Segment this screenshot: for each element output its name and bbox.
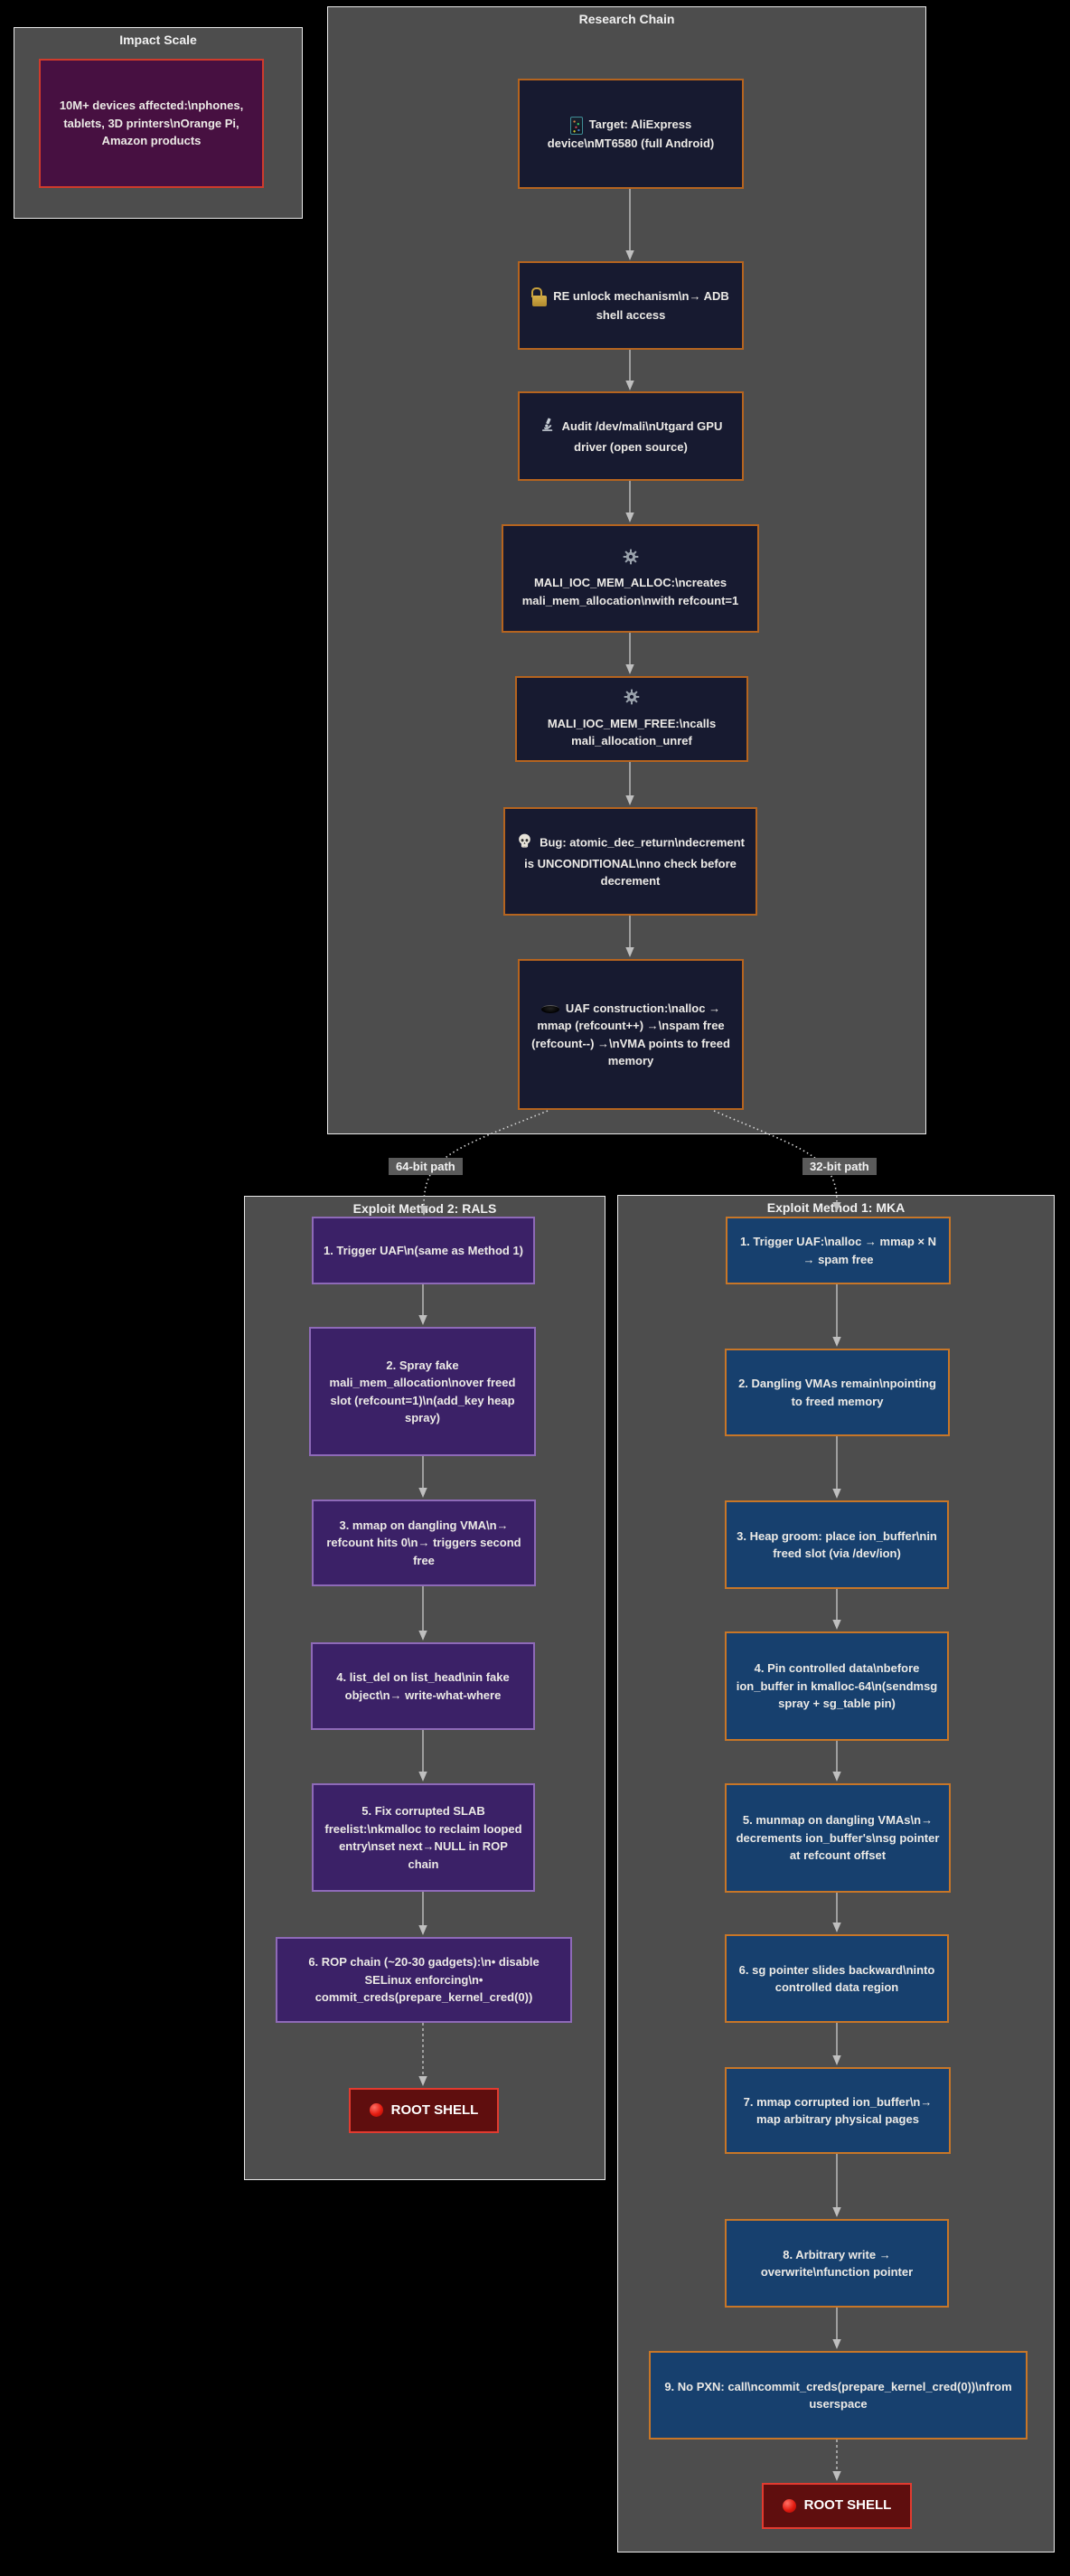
node-text: 3. Heap groom: place ion_buffer\nin free… xyxy=(737,1528,937,1561)
node-label: RE unlock mechanism\n→ ADB shell access xyxy=(553,288,729,322)
rals-node-2: 2. Spray fake mali_mem_allocation\nover … xyxy=(309,1327,536,1456)
node-text: 6. sg pointer slides backward\ninto cont… xyxy=(738,1962,935,1995)
node-label: Bug: atomic_dec_return\ndecrement is UNC… xyxy=(524,835,745,888)
research-chain-title: Research Chain xyxy=(578,12,675,26)
exploit-method-1-title: Exploit Method 1: MKA xyxy=(766,1200,906,1215)
node-text: MALI_IOC_MEM_FREE:\ncalls mali_allocatio… xyxy=(526,688,737,750)
red-circle-icon xyxy=(369,2103,383,2118)
lock-icon xyxy=(531,287,548,306)
gear-icon xyxy=(512,548,748,571)
node-text: 2. Spray fake mali_mem_allocation\nover … xyxy=(329,1358,516,1425)
skull-icon xyxy=(516,832,533,855)
node-label: Target: AliExpress device\nMT6580 (full … xyxy=(547,117,715,150)
rals-node-1: 1. Trigger UAF\n(same as Method 1) xyxy=(312,1217,535,1284)
node-label: MALI_IOC_MEM_ALLOC:\ncreates mali_mem_al… xyxy=(521,576,739,607)
node-text: 4. Pin controlled data\nbefore ion_buffe… xyxy=(736,1661,938,1711)
chain-node-mem-free: MALI_IOC_MEM_FREE:\ncalls mali_allocatio… xyxy=(515,676,748,762)
microscope-icon xyxy=(540,417,556,438)
node-text: 2. Dangling VMAs remain\npointing to fre… xyxy=(738,1377,936,1408)
chain-node-bug: Bug: atomic_dec_return\ndecrement is UNC… xyxy=(503,807,757,916)
mka-node-4: 4. Pin controlled data\nbefore ion_buffe… xyxy=(725,1631,949,1741)
node-text: 8. Arbitrary write → overwrite\nfunction… xyxy=(760,2247,914,2280)
impact-scale-title: Impact Scale xyxy=(119,33,197,47)
node-text: 9. No PXN: call\ncommit_creds(prepare_ke… xyxy=(664,2379,1012,2411)
node-text: 1. Trigger UAF:\nalloc → mmap × N → spam… xyxy=(739,1235,937,1266)
node-text: 10M+ devices affected:\nphones, tablets,… xyxy=(59,99,244,148)
path-label-64bit: 64-bit path xyxy=(389,1158,463,1175)
node-label: MALI_IOC_MEM_FREE:\ncalls mali_allocatio… xyxy=(547,716,717,748)
node-text: 5. munmap on dangling VMAs\n→ decrements… xyxy=(736,1813,940,1863)
chain-node-mem-alloc: MALI_IOC_MEM_ALLOC:\ncreates mali_mem_al… xyxy=(502,524,759,633)
node-text: 5. Fix corrupted SLAB freelist:\nkmalloc… xyxy=(324,1804,522,1871)
mka-node-7: 7. mmap corrupted ion_buffer\n→ map arbi… xyxy=(725,2067,951,2154)
rals-root-shell: ROOT SHELL xyxy=(349,2088,499,2133)
rals-node-6: 6. ROP chain (~20-30 gadgets):\n• disabl… xyxy=(276,1937,572,2023)
mka-node-5: 5. munmap on dangling VMAs\n→ decrements… xyxy=(725,1783,951,1893)
node-text: Target: AliExpress device\nMT6580 (full … xyxy=(529,116,733,152)
chain-node-re-unlock: RE unlock mechanism\n→ ADB shell access xyxy=(518,261,744,350)
mka-node-9: 9. No PXN: call\ncommit_creds(prepare_ke… xyxy=(649,2351,1028,2440)
hole-icon xyxy=(540,1004,559,1013)
node-text: 1. Trigger UAF\n(same as Method 1) xyxy=(323,1243,524,1257)
node-text: 6. ROP chain (~20-30 gadgets):\n• disabl… xyxy=(308,1955,540,2005)
node-label: Audit /dev/mali\nUtgard GPU driver (open… xyxy=(561,419,723,454)
impact-node: 10M+ devices affected:\nphones, tablets,… xyxy=(39,59,264,188)
chain-node-target: Target: AliExpress device\nMT6580 (full … xyxy=(518,79,744,189)
gear-icon xyxy=(526,688,737,711)
node-text: ROOT SHELL xyxy=(773,2496,901,2516)
node-text: 3. mmap on dangling VMA\n→ refcount hits… xyxy=(326,1518,521,1567)
node-text: UAF construction:\nalloc → mmap (refcoun… xyxy=(529,1000,733,1070)
chain-node-audit: Audit /dev/mali\nUtgard GPU driver (open… xyxy=(518,391,744,481)
phone-icon xyxy=(569,116,583,135)
mka-node-6: 6. sg pointer slides backward\ninto cont… xyxy=(725,1934,949,2023)
node-text: Audit /dev/mali\nUtgard GPU driver (open… xyxy=(529,417,733,456)
exploit-method-2-title: Exploit Method 2: RALS xyxy=(352,1201,497,1216)
mka-root-shell: ROOT SHELL xyxy=(762,2483,912,2529)
node-text: RE unlock mechanism\n→ ADB shell access xyxy=(529,287,733,324)
node-text: MALI_IOC_MEM_ALLOC:\ncreates mali_mem_al… xyxy=(512,548,748,610)
rals-node-3: 3. mmap on dangling VMA\n→ refcount hits… xyxy=(312,1500,536,1586)
node-label: UAF construction:\nalloc → mmap (refcoun… xyxy=(531,1001,730,1068)
red-circle-icon xyxy=(782,2498,796,2513)
node-text: Bug: atomic_dec_return\ndecrement is UNC… xyxy=(514,832,746,890)
mka-node-3: 3. Heap groom: place ion_buffer\nin free… xyxy=(725,1500,949,1589)
mka-node-2: 2. Dangling VMAs remain\npointing to fre… xyxy=(725,1349,950,1436)
chain-node-uaf: UAF construction:\nalloc → mmap (refcoun… xyxy=(518,959,744,1110)
path-label-32bit: 32-bit path xyxy=(802,1158,877,1175)
node-label: ROOT SHELL xyxy=(803,2497,892,2514)
mka-node-1: 1. Trigger UAF:\nalloc → mmap × N → spam… xyxy=(726,1217,951,1284)
node-label: ROOT SHELL xyxy=(390,2101,479,2118)
node-text: ROOT SHELL xyxy=(360,2101,488,2121)
node-text: 7. mmap corrupted ion_buffer\n→ map arbi… xyxy=(743,2094,933,2127)
node-text: 4. list_del on list_head\nin fake object… xyxy=(336,1670,510,1702)
mka-node-8: 8. Arbitrary write → overwrite\nfunction… xyxy=(725,2219,949,2308)
rals-node-5: 5. Fix corrupted SLAB freelist:\nkmalloc… xyxy=(312,1783,535,1892)
rals-node-4: 4. list_del on list_head\nin fake object… xyxy=(311,1642,535,1730)
